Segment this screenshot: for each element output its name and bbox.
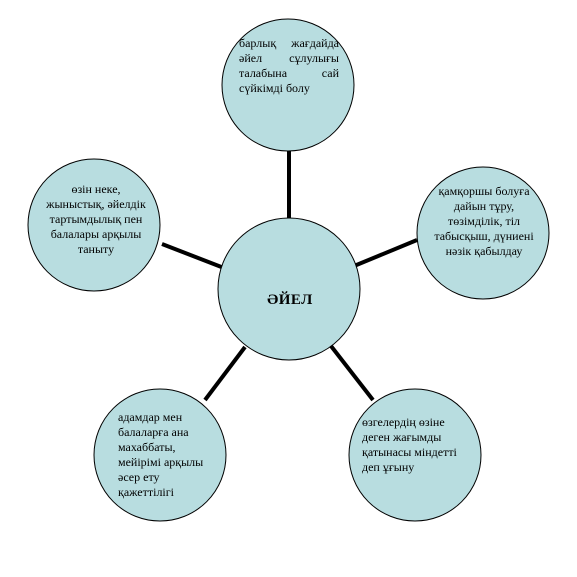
node-text-bottom-left: адамдар мен балаларға ана махаббаты, мей… <box>118 410 204 499</box>
node-circle-bottom-left <box>93 388 227 522</box>
center-circle <box>217 217 361 361</box>
node-text-left: өзін неке, жыныстық, әйелдік тартымдылық… <box>46 182 146 256</box>
connector-left <box>161 242 225 270</box>
node-circle-left <box>27 158 161 292</box>
node-text-bottom-right: өзгелердің өзіне деген жағымды қатынасы … <box>362 415 457 474</box>
node-circle-top <box>221 18 355 152</box>
node-circle-right <box>416 166 550 300</box>
connector-right <box>353 238 418 268</box>
node-text-right: қамқоршы болуға дайын тұру, төзімділік, … <box>434 184 534 258</box>
connector-bottom-right <box>329 344 375 402</box>
node-text-top: барлық жағдайда әйел сұлулығы талабына с… <box>239 36 339 95</box>
center-label: ӘЙЕЛ <box>267 292 313 308</box>
node-circle-bottom-right <box>348 388 482 522</box>
connector-bottom-left <box>203 345 247 402</box>
